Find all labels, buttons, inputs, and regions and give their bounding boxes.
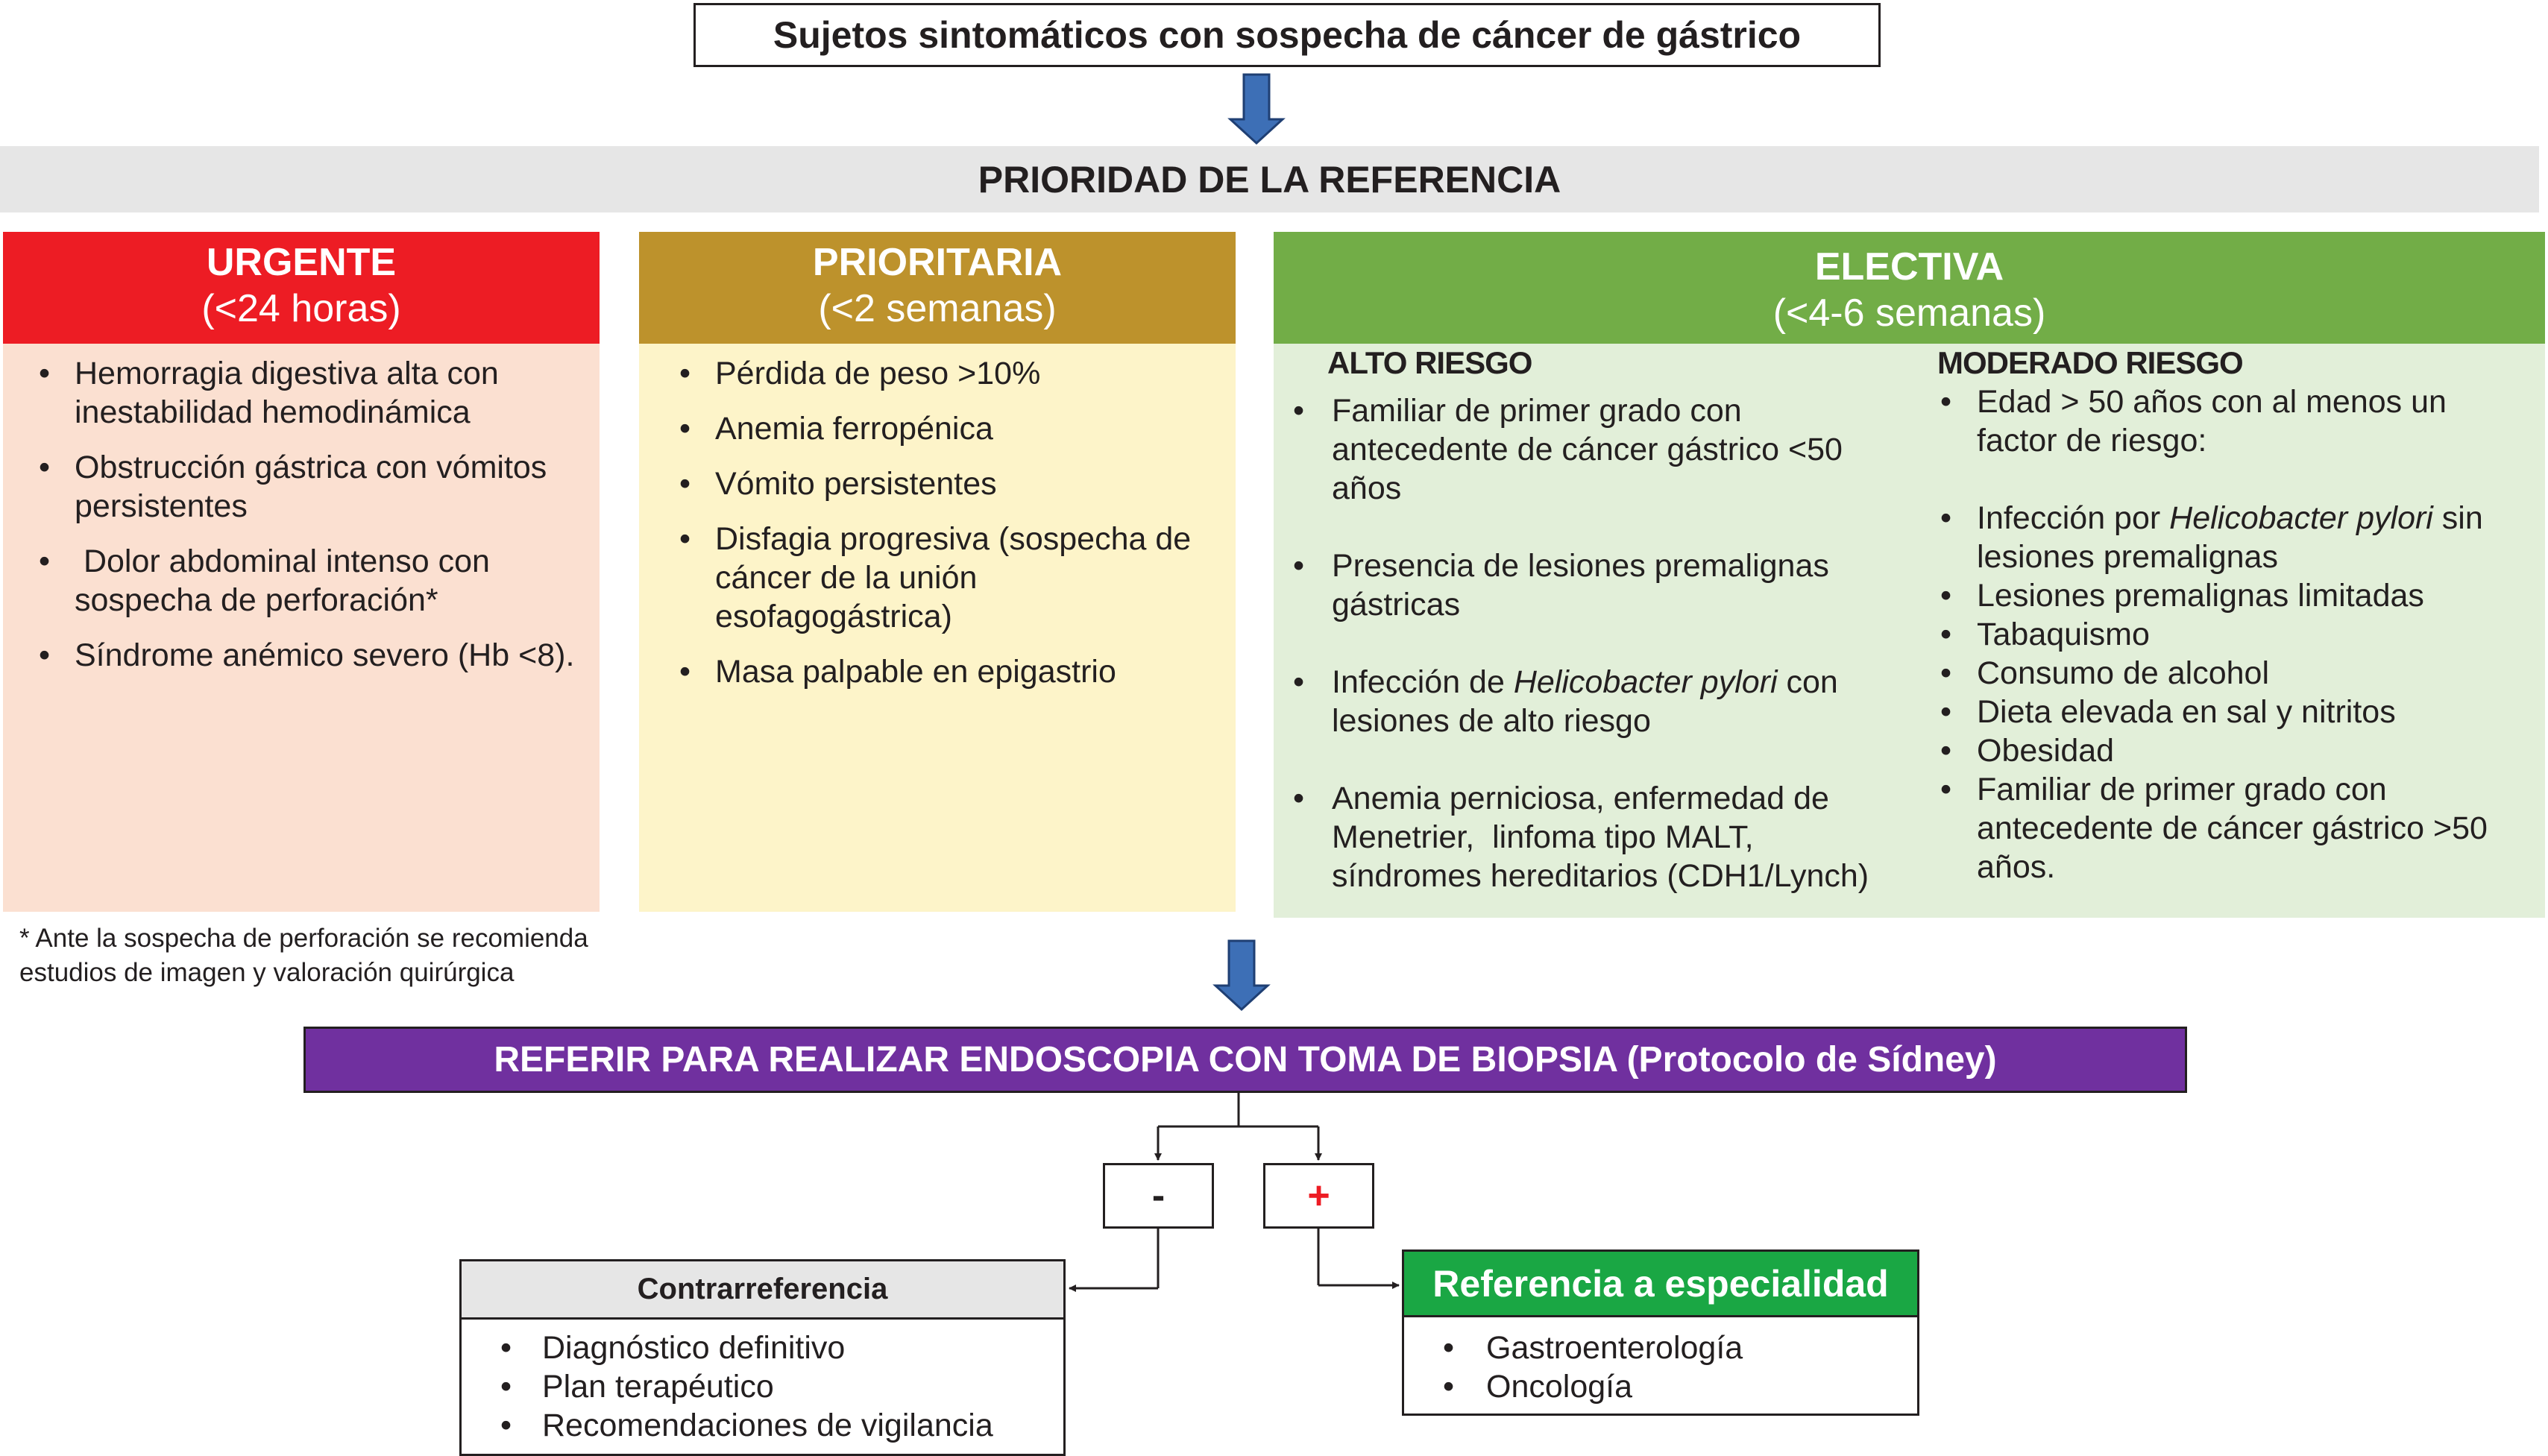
urgent-header: URGENTE (<24 horas)	[3, 232, 600, 344]
down-arrow-icon	[1212, 939, 1271, 1012]
list-item: Anemia ferropénica	[676, 409, 1218, 448]
list-item: Oncología	[1440, 1367, 1743, 1406]
list-item: Infección por Helicobacter pylori sin le…	[1937, 499, 2534, 576]
electiva-subtitle: (<4-6 semanas)	[1772, 291, 2046, 335]
plus-sign: +	[1307, 1174, 1330, 1217]
urgent-body: Hemorragia digestiva alta con inestabili…	[3, 344, 600, 912]
footnote: * Ante la sospecha de perforación se rec…	[19, 924, 588, 987]
especialidad-box: Referencia a especialidad Gastroenterolo…	[1402, 1249, 1919, 1416]
positive-result-box: +	[1263, 1163, 1374, 1229]
branch-connector	[1154, 1093, 1322, 1161]
item-text: Infección por	[1977, 500, 2170, 536]
plus-connector	[1317, 1229, 1400, 1289]
item-italic: Helicobacter pylori	[2169, 500, 2433, 536]
endoscopy-label: REFERIR PARA REALIZAR ENDOSCOPIA CON TOM…	[494, 1040, 1997, 1080]
priority-band: PRIORIDAD DE LA REFERENCIA	[0, 146, 2539, 212]
list-item: Dolor abdominal intenso con sospecha de …	[36, 542, 582, 620]
down-arrow-icon	[1227, 73, 1286, 145]
urgent-subtitle: (<24 horas)	[201, 287, 401, 330]
list-item: Pérdida de peso >10%	[676, 354, 1218, 393]
minus-sign: -	[1151, 1174, 1166, 1217]
list-item: Lesiones premalignas limitadas	[1937, 576, 2534, 615]
item-text: Infección de	[1332, 664, 1514, 700]
contrarreferencia-title: Contrarreferencia	[462, 1261, 1063, 1320]
list-item: Síndrome anémico severo (Hb <8).	[36, 636, 582, 675]
urgent-title: URGENTE	[206, 241, 397, 284]
list-item: Presencia de lesiones premalignas gástri…	[1290, 546, 1909, 624]
list-item: Anemia perniciosa, enfermedad de Menetri…	[1290, 779, 1909, 895]
electiva-header: ELECTIVA (<4-6 semanas)	[1274, 232, 2545, 344]
list-item: Recomendaciones de vigilancia	[497, 1406, 993, 1445]
item-italic: Helicobacter pylori	[1513, 664, 1778, 700]
list-item: Tabaquismo	[1937, 615, 2534, 654]
list-item: Disfagia progresiva (sospecha de cáncer …	[676, 520, 1218, 636]
moderado-riesgo-column: MODERADO RIESGO Edad > 50 años con al me…	[1937, 344, 2534, 886]
prioritaria-header: PRIORITARIA (<2 semanas)	[639, 232, 1236, 344]
list-item: Dieta elevada en sal y nitritos	[1937, 693, 2534, 731]
moderado-riesgo-title: MODERADO RIESGO	[1937, 345, 2244, 380]
item-text: sin lesiones premalignas	[1977, 500, 2492, 575]
list-item: Hemorragia digestiva alta con inestabili…	[36, 354, 582, 432]
especialidad-list: Gastroenterología Oncología	[1440, 1329, 1743, 1406]
list-item: Consumo de alcohol	[1937, 654, 2534, 693]
list-item: Familiar de primer grado con antecedente…	[1937, 770, 2534, 886]
contrarreferencia-list: Diagnóstico definitivo Plan terapéutico …	[497, 1329, 993, 1445]
list-item: Masa palpable en epigastrio	[676, 652, 1218, 691]
title-box: Sujetos sintomáticos con sospecha de cán…	[693, 3, 1881, 67]
minus-connector	[1069, 1229, 1160, 1292]
list-item: Diagnóstico definitivo	[497, 1329, 993, 1367]
alto-riesgo-title: ALTO RIESGO	[1327, 345, 1532, 380]
endoscopy-box: REFERIR PARA REALIZAR ENDOSCOPIA CON TOM…	[303, 1027, 2187, 1093]
alto-riesgo-column: ALTO RIESGO Familiar de primer grado con…	[1290, 344, 1909, 934]
item-text: con lesiones de alto riesgo	[1332, 664, 1847, 739]
prioritaria-title: PRIORITARIA	[812, 241, 1063, 284]
negative-result-box: -	[1103, 1163, 1214, 1229]
prioritaria-subtitle: (<2 semanas)	[818, 287, 1057, 330]
list-item: Infección de Helicobacter pylori con les…	[1290, 663, 1909, 740]
list-item: Vómito persistentes	[676, 464, 1218, 503]
list-item: Edad > 50 años con al menos un factor de…	[1937, 382, 2534, 460]
list-item: Gastroenterología	[1440, 1329, 1743, 1367]
contrarreferencia-box: Contrarreferencia Diagnóstico definitivo…	[459, 1259, 1066, 1456]
prioritaria-body: Pérdida de peso >10% Anemia ferropénica …	[639, 344, 1236, 912]
list-item: Obstrucción gástrica con vómitos persist…	[36, 448, 582, 526]
priority-label: PRIORIDAD DE LA REFERENCIA	[978, 158, 1561, 201]
list-item: Plan terapéutico	[497, 1367, 993, 1406]
electiva-title: ELECTIVA	[1814, 245, 2004, 289]
list-item: Obesidad	[1937, 731, 2534, 770]
diagram-title: Sujetos sintomáticos con sospecha de cán…	[773, 14, 1802, 56]
especialidad-title: Referencia a especialidad	[1404, 1252, 1917, 1317]
list-item: Familiar de primer grado con antecedente…	[1290, 391, 1909, 508]
